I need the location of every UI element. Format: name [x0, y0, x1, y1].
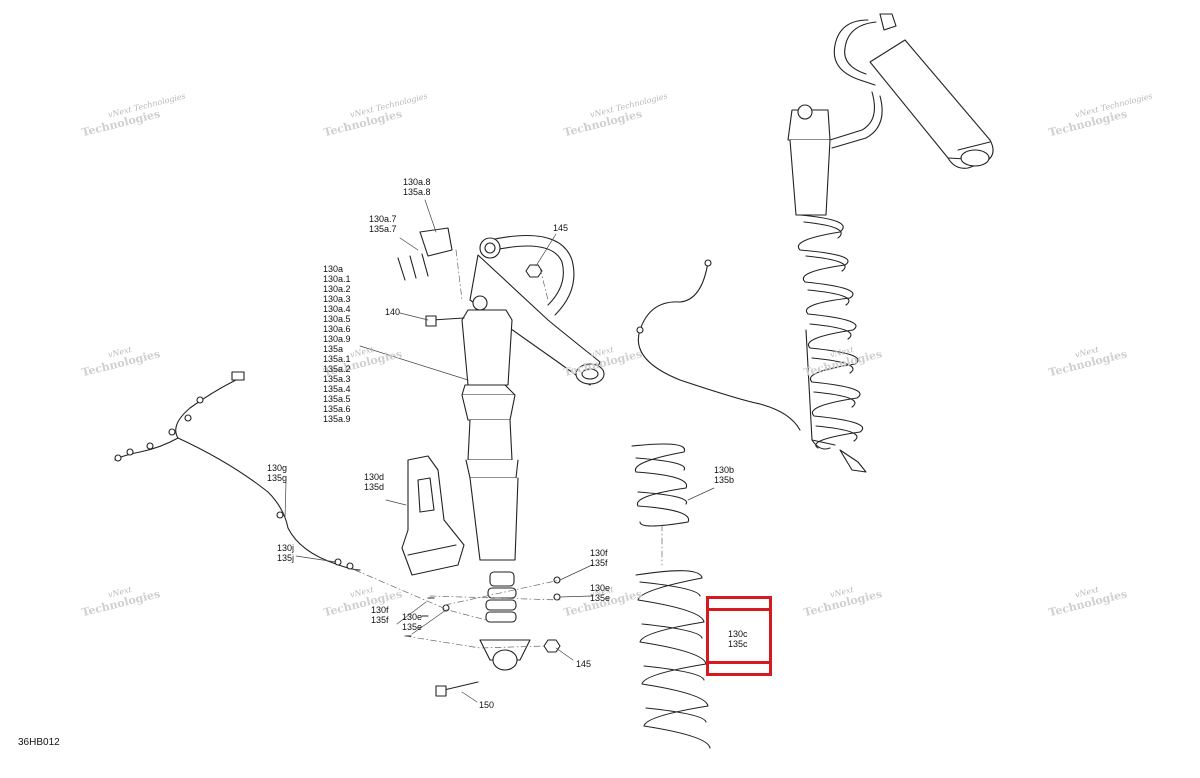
callout-145-bottom[interactable]: 145: [576, 659, 592, 669]
highlight-divider: [709, 661, 769, 664]
callout-130a-list[interactable]: 130a 130a.1 130a.2 130a.3 130a.4 130a.5 …: [323, 264, 351, 424]
drawing-code: 36HB012: [18, 737, 60, 748]
highlight-divider: [709, 608, 769, 611]
guard-illustration: [401, 455, 465, 576]
exploded-shock-illustration: [397, 227, 605, 697]
leader-lines: [284, 199, 715, 703]
spring-130b-illustration: [631, 443, 690, 527]
assembly-axes: [354, 249, 663, 649]
spring-130c-illustration: [635, 570, 711, 749]
wire-harness-illustration: [114, 371, 361, 571]
callout-150[interactable]: 150: [479, 700, 495, 710]
callout-145-top[interactable]: 145: [553, 223, 569, 233]
callout-140[interactable]: 140: [385, 307, 401, 317]
assembled-shock-illustration: [636, 13, 994, 473]
highlight-box: [706, 596, 772, 676]
